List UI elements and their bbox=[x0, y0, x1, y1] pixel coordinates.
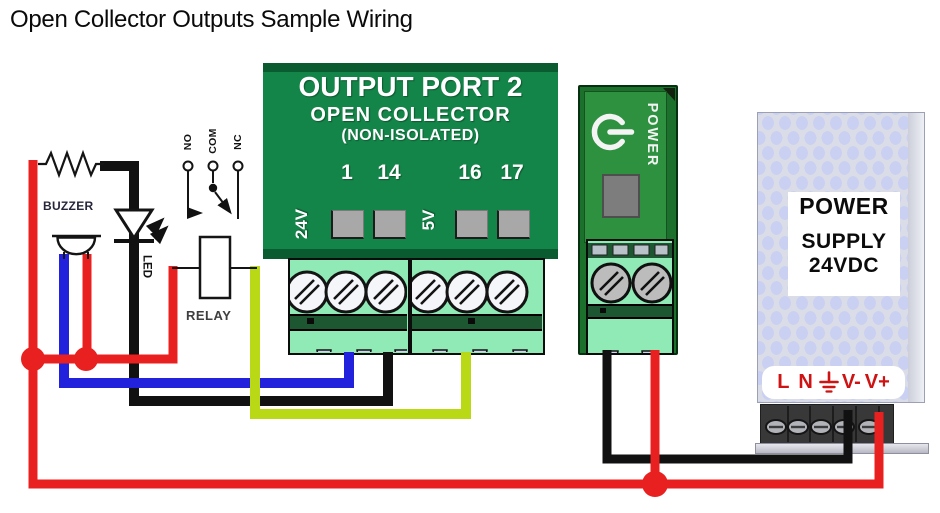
page-title: Open Collector Outputs Sample Wiring bbox=[10, 6, 413, 33]
junction-dot bbox=[642, 471, 668, 497]
pin-label-16: 16 bbox=[458, 161, 482, 184]
pin-pad-1 bbox=[331, 210, 364, 239]
pin-label-17: 17 bbox=[500, 161, 524, 184]
pin-pad-17 bbox=[497, 210, 530, 239]
junction-dot bbox=[21, 347, 45, 371]
buzzer-label: BUZZER bbox=[43, 199, 94, 213]
power-module-terminal-block bbox=[585, 239, 675, 358]
terminal-block-24v-group bbox=[288, 258, 410, 355]
rail-label-5v: 5V bbox=[419, 209, 438, 231]
terminal-label-v-minus: V- bbox=[841, 371, 861, 393]
pin-pad-16 bbox=[455, 210, 488, 239]
pin-pad-14 bbox=[373, 210, 406, 239]
terminal-block-24v-graphic bbox=[290, 270, 407, 352]
port-subheading: OPEN COLLECTOR bbox=[310, 104, 511, 126]
psu-label-line3: 24VDC bbox=[808, 254, 880, 277]
power-module-terminal-graphic bbox=[585, 243, 675, 358]
power-supply-terminals-graphic bbox=[765, 406, 880, 442]
ground-icon bbox=[819, 370, 839, 395]
relay-contact-icon bbox=[182, 160, 244, 219]
power-icon bbox=[591, 113, 635, 151]
relay-coil-icon bbox=[172, 235, 257, 300]
power-module-label: POWER bbox=[644, 102, 660, 168]
terminal-label-v-plus: V+ bbox=[864, 371, 890, 393]
pin-label-1: 1 bbox=[341, 161, 353, 184]
terminal-block-5v-group bbox=[410, 258, 545, 355]
relay-contact-label-com: COM bbox=[207, 128, 219, 154]
relay-contact-label-no: NO bbox=[182, 133, 194, 151]
terminal-label-n: N bbox=[798, 371, 813, 393]
led-label: LED bbox=[141, 255, 153, 278]
relay-label: RELAY bbox=[186, 308, 232, 323]
clamp-band bbox=[412, 314, 542, 331]
resistor-symbol bbox=[38, 149, 104, 179]
psu-label-line1: POWER bbox=[799, 193, 889, 219]
relay-contact-label-nc: NC bbox=[232, 134, 244, 150]
power-supply-label: POWER SUPPLY 24VDC bbox=[788, 192, 900, 296]
power-supply-base-rail bbox=[755, 443, 929, 454]
rail-label-24v: 24V bbox=[292, 208, 311, 240]
port-isolation-note: (NON-ISOLATED) bbox=[341, 127, 480, 144]
psu-label-line2: SUPPLY bbox=[801, 230, 887, 253]
pin-label-14: 14 bbox=[377, 161, 401, 184]
power-module-board: POWER bbox=[578, 85, 678, 358]
buzzer-icon bbox=[52, 234, 101, 259]
junction-dot bbox=[74, 347, 98, 371]
power-supply-side-panel bbox=[908, 113, 924, 402]
power-supply-terminal-strip bbox=[760, 404, 894, 444]
port-heading: OUTPUT PORT 2 bbox=[298, 71, 523, 102]
terminal-block-5v-graphic bbox=[412, 270, 542, 352]
terminal-label-l: L bbox=[777, 371, 790, 393]
port-top-strip bbox=[263, 63, 558, 72]
led-icon bbox=[113, 208, 169, 245]
power-supply-terminal-legend: L N V- V+ bbox=[762, 366, 905, 399]
chip-component bbox=[602, 174, 640, 218]
output-port-block: OUTPUT PORT 2 OPEN COLLECTOR (NON-ISOLAT… bbox=[263, 63, 558, 259]
